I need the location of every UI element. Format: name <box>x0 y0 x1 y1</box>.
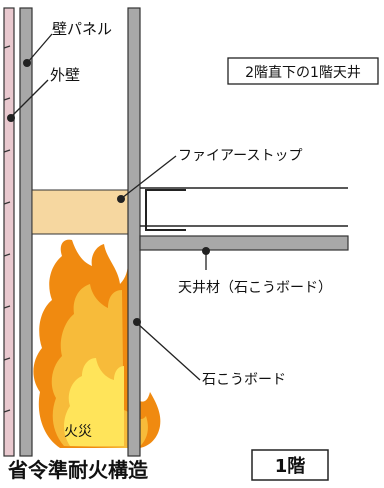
floor-title: 1階 <box>275 456 306 477</box>
wall-panel-label: 壁パネル <box>52 20 112 38</box>
exterior-wall-label: 外壁 <box>50 66 80 84</box>
wall-panel <box>19 7 33 457</box>
gypsum-board-wall <box>127 7 141 457</box>
ceiling-material-label: 天井材（石こうボード） <box>178 280 332 296</box>
ceiling-location-box <box>227 57 379 85</box>
ceiling-board <box>139 235 349 251</box>
fire-stop-label: ファイアーストップ <box>178 148 302 164</box>
exterior-wall <box>3 7 15 457</box>
leader-lines <box>11 33 207 381</box>
fire-graphic <box>33 239 161 448</box>
ceiling-location-title: 2階直下の1階天井 <box>245 64 361 81</box>
fire-label: 火災 <box>64 424 92 440</box>
leader-dots <box>7 59 210 326</box>
floor-box <box>251 449 329 481</box>
footer-title: 省令準耐火構造 <box>7 458 149 482</box>
floor-structure <box>140 187 348 231</box>
exterior-wall-ticks <box>3 45 11 413</box>
gypsum-board-label: 石こうボード <box>202 372 286 388</box>
fire-stop-block <box>31 189 129 235</box>
